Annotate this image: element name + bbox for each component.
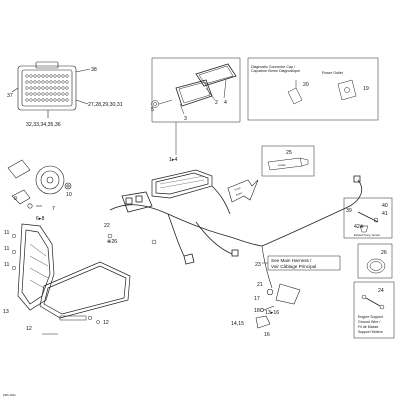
callout-1-4: 1▸4 <box>169 157 177 163</box>
callout-18: 18 <box>254 308 260 314</box>
headlight-hardware <box>11 233 100 335</box>
callout-40: 40 <box>382 203 388 209</box>
wiring-harness <box>109 175 363 265</box>
callout-11a: 11 <box>4 230 9 236</box>
sealant-tube-box <box>261 145 315 177</box>
callout-42: 42❉ <box>354 224 364 230</box>
callout-22: 22 <box>104 223 110 229</box>
eng-support-label3: Fil de Masse <box>358 325 378 329</box>
callout-16: 16 <box>264 332 270 338</box>
callout-6-8: 6▸8 <box>36 216 44 222</box>
instrument-cluster <box>151 169 213 199</box>
avant-label: Avant <box>235 191 243 197</box>
front-arrow-sign <box>227 179 259 203</box>
voir-cablage-label: Voir Câblage Principal <box>271 264 316 269</box>
exhaust-temp-label: Exhaust Temp. Sensor <box>354 233 380 237</box>
eng-support-label1: Engine Support <box>358 315 383 319</box>
callout-11c: 11 <box>4 262 9 268</box>
callout-14-15: 14,15 <box>231 321 244 327</box>
callout-24: 24 <box>378 288 384 294</box>
callout-11b: 11 <box>4 246 9 252</box>
callout-26b: 26 <box>381 250 387 256</box>
callout-27-31: 27,28,29,30,31 <box>88 102 123 108</box>
gauge-parts-box <box>151 57 241 155</box>
eng-support-label2: Ground Wire / <box>358 320 380 324</box>
eng-support-label4: Support Moteur <box>358 330 384 334</box>
callout-39: 39 <box>346 208 352 214</box>
accessory-parts-box <box>247 57 379 121</box>
power-outlet-label: Power Outlet <box>322 71 343 75</box>
callout-23: 23 <box>255 262 261 268</box>
horn-assembly <box>7 159 72 209</box>
engine-ground-box <box>353 281 395 339</box>
callout-41: 41 <box>382 211 388 217</box>
callout-12a: 12 <box>103 320 109 326</box>
headlight-housing <box>17 223 131 319</box>
callout-25: 25 <box>286 150 292 156</box>
callout-5: 5 <box>151 107 154 113</box>
ground-wire-assembly <box>255 245 301 329</box>
callout-38: 38 <box>91 67 97 73</box>
callout-17: 17 <box>254 296 260 302</box>
callout-13-16: 13▸16 <box>265 310 279 316</box>
callout-4: 4 <box>224 100 227 106</box>
see-harness-label: See Main Harness / <box>271 258 312 263</box>
front-label: Front <box>234 186 241 192</box>
callout-32-36: 32,33,34,35,36 <box>26 122 61 128</box>
callout-19: 19 <box>363 86 369 92</box>
callout-10: 10 <box>66 192 72 198</box>
callout-7: 7 <box>52 206 55 212</box>
tube-text: Loctite <box>278 163 286 167</box>
harness-clips <box>107 233 157 245</box>
callout-37: 37 <box>7 93 13 99</box>
diag-cap-label-fr: Capuchon Borne Diagnostique <box>251 69 300 73</box>
exhaust-sensor-box <box>343 197 393 239</box>
callout-9: 9 <box>14 196 17 202</box>
clamp-box <box>357 243 393 279</box>
callout-20: 20 <box>303 82 309 88</box>
diag-cap-label: Diagnostic Connector Cap / <box>251 65 295 69</box>
callout-26a: ❉26 <box>107 239 117 245</box>
callout-21: 21 <box>257 282 263 288</box>
callout-3: 3 <box>184 116 187 122</box>
callout-13: 13 <box>3 309 9 315</box>
page-code: PWC-0001 <box>3 393 16 397</box>
callout-2: 2 <box>215 100 218 106</box>
callout-12b: 12 <box>26 326 32 332</box>
connector-plug-assembly <box>11 61 91 118</box>
